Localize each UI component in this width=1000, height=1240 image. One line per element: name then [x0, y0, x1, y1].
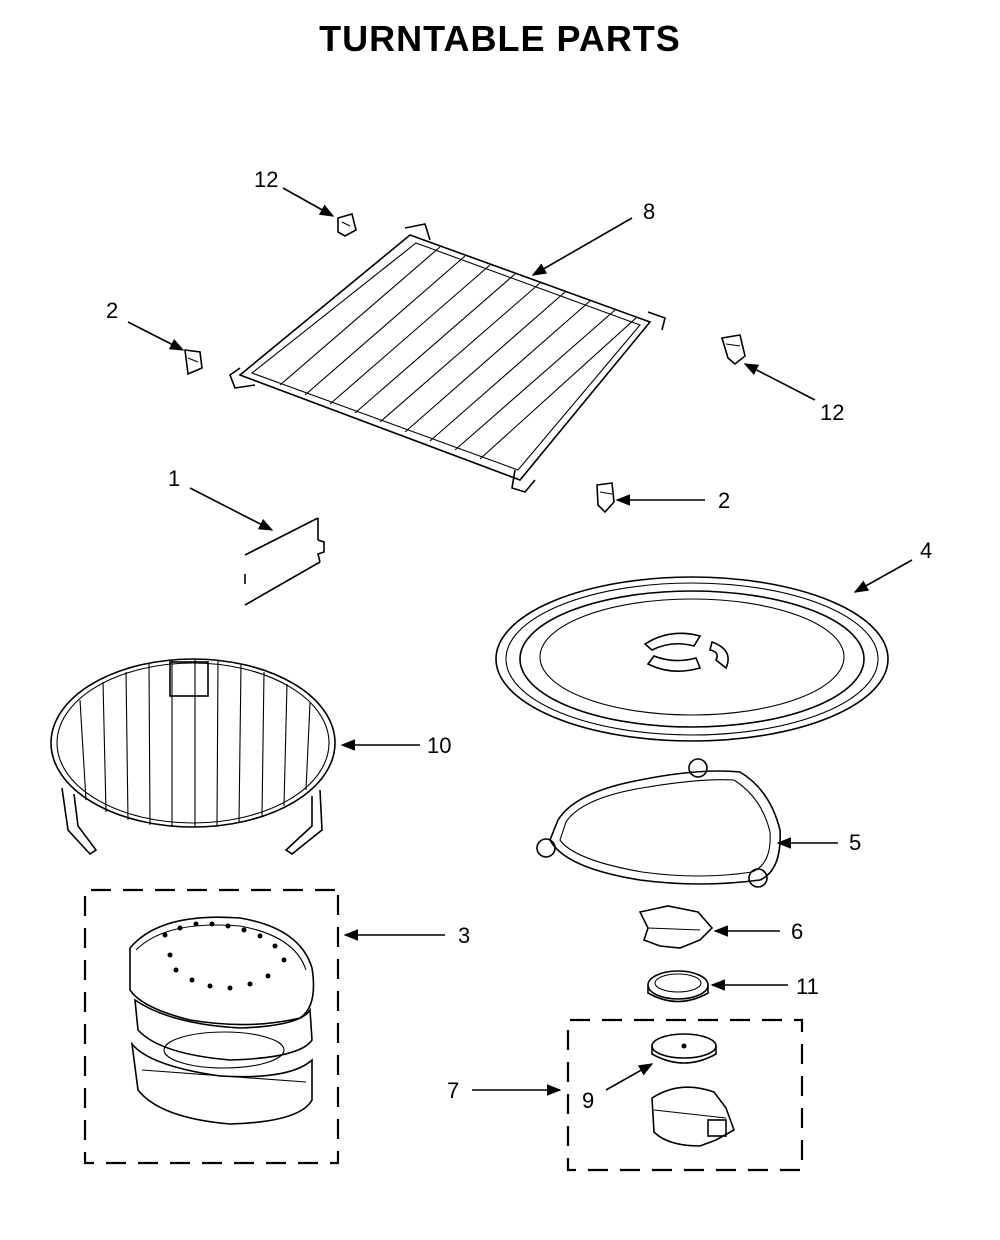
callout-12-right: 12: [820, 400, 844, 425]
callout-11: 11: [796, 974, 819, 999]
callout-2-left: 2: [106, 298, 118, 323]
part-9-motor-cap: [651, 1033, 717, 1064]
part-5-roller-ring: [536, 758, 781, 888]
callout-labels: 12 8 2 12 1 2 4 10 5 3 6 11 7 9: [106, 167, 932, 1113]
callout-3: 3: [458, 923, 470, 948]
callout-8: 8: [643, 199, 655, 224]
part-3-steamer-group: [83, 888, 340, 1165]
page-title: TURNTABLE PARTS: [319, 18, 681, 59]
part-11-ring: [647, 970, 709, 1003]
part-2-clip-bottom: [596, 482, 615, 514]
leader-lines: [127, 187, 913, 1096]
callout-7: 7: [447, 1078, 459, 1103]
part-12-clip-right: [720, 334, 746, 366]
callout-5: 5: [849, 830, 861, 855]
part-1-panel: [244, 517, 325, 606]
callout-10: 10: [427, 733, 451, 758]
part-8-wire-rack: [229, 223, 666, 493]
callout-9: 9: [582, 1088, 594, 1113]
part-12-clip-top: [337, 213, 357, 237]
part-6-coupler: [638, 905, 714, 949]
part-2-clip-left: [184, 349, 203, 376]
callout-6: 6: [791, 919, 803, 944]
part-7-motor-group: [566, 1018, 804, 1172]
callout-1: 1: [168, 466, 180, 491]
callout-2-bottom: 2: [718, 488, 730, 513]
part-4-turntable-tray: [495, 576, 889, 742]
callout-12-top: 12: [254, 167, 278, 192]
part-10-round-rack: [50, 658, 336, 856]
callout-4: 4: [920, 538, 932, 563]
